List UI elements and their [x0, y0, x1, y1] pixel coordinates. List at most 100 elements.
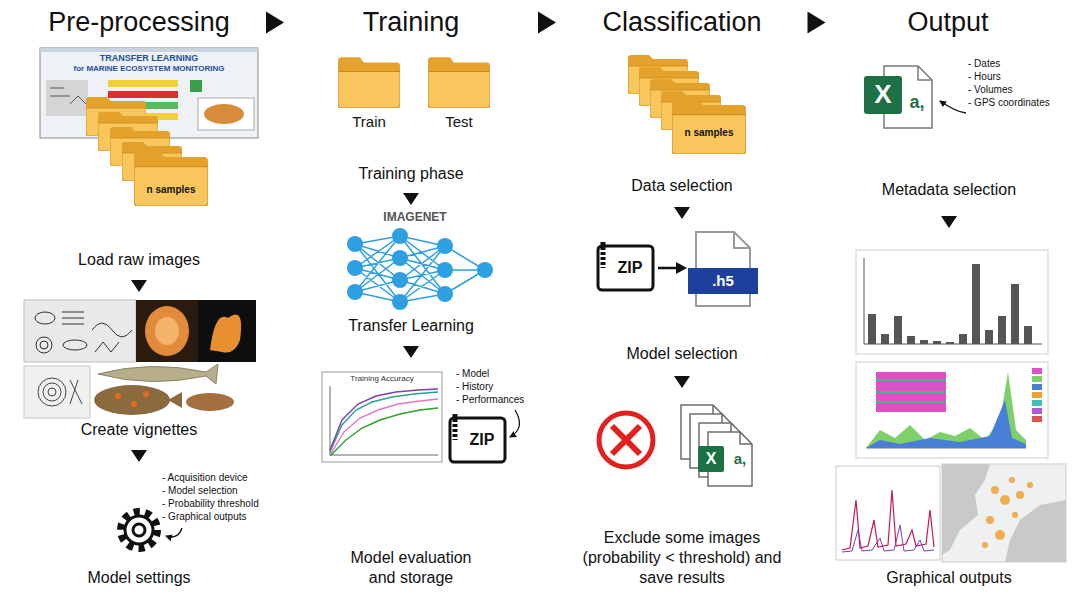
flow-arrow [266, 12, 284, 34]
vignette-collage [136, 300, 198, 362]
step-caption: Metadata selection [882, 180, 1016, 200]
convert-arrow [658, 262, 687, 274]
spiral-sketch [38, 378, 82, 406]
figure-label: - Acquisition device [162, 472, 248, 484]
figure-label: a, [734, 450, 747, 468]
software-screenshot [50, 88, 86, 104]
vignette-collage [115, 393, 121, 399]
label-anchor: ZIP [618, 258, 643, 277]
vignette-collage [24, 366, 90, 418]
figure-label: ZIP [470, 430, 495, 449]
figure-label: a, [909, 92, 924, 114]
label-anchor: .h5 [712, 272, 734, 290]
bar-chart [933, 341, 941, 344]
figure-label: - Graphical outputs [162, 511, 247, 523]
flow-arrow [403, 193, 419, 205]
convert-arrow [658, 267, 678, 270]
flow-arrow [403, 346, 419, 358]
area-chart [1032, 416, 1042, 422]
area-chart [1032, 384, 1042, 390]
zip-icon [598, 242, 653, 290]
label-anchor: n samples [147, 184, 196, 196]
stage-heading: Classification [552, 0, 812, 45]
h5-file-icon [734, 232, 750, 248]
label-anchor: a, [909, 92, 924, 114]
neural-network [392, 228, 408, 244]
neural-network [355, 236, 485, 302]
neural-network [347, 236, 363, 252]
bar-chart [856, 250, 1048, 354]
map [986, 516, 994, 524]
step-node: Exclude some images (probability < thres… [562, 396, 802, 592]
figure-label: X [874, 79, 891, 110]
label-anchor: TRANSFER LEARNING [100, 53, 199, 64]
vignette-collage [210, 314, 241, 352]
spiral-sketch [70, 380, 82, 404]
exclude-cross [599, 413, 653, 467]
convert-arrow [676, 262, 687, 274]
figure-label: - GPS coordinates [968, 97, 1050, 109]
spreadsheet-icon [864, 76, 902, 114]
area-chart [866, 372, 1026, 448]
software-screenshot [198, 98, 254, 130]
label-anchor: - Acquisition device [162, 472, 248, 484]
software-screenshot [40, 48, 258, 52]
bar-chart [920, 340, 928, 344]
bar-chart [985, 330, 993, 344]
step-node: Transfer Learning [290, 210, 532, 340]
neural-network [437, 286, 453, 302]
flow-arrow [808, 12, 826, 34]
vignette-collage [94, 385, 170, 415]
neural-network [392, 272, 408, 288]
step-caption: Graphical outputs [886, 568, 1011, 588]
plankton-sketch [92, 323, 132, 337]
leader-arrow [166, 528, 182, 537]
figure-label: - History [456, 381, 493, 393]
stage-panel: ClassificationData selectionModel select… [552, 0, 812, 598]
label-anchor: ZIP [470, 430, 495, 449]
stage-panel: TrainingTraining phaseTransfer LearningM… [280, 0, 542, 598]
software-screenshot [190, 80, 202, 92]
label-anchor: - Model selection [162, 485, 238, 497]
folder-stack [86, 97, 208, 206]
train-test-folders [338, 57, 400, 108]
figure-label: TRANSFER LEARNING [100, 53, 199, 64]
step-caption: Create vignettes [81, 420, 198, 440]
panel-outline [821, 45, 1075, 598]
leader-arrow [940, 101, 966, 113]
spreadsheet-stack [681, 405, 752, 486]
label-anchor: - GPS coordinates [968, 97, 1050, 109]
plankton-sketch [95, 342, 119, 352]
map [1027, 482, 1033, 488]
time-series-chart [836, 466, 940, 560]
folder-stack [134, 151, 208, 206]
figure-label: - Dates [968, 58, 1000, 70]
label-anchor: IMAGENET [383, 210, 446, 224]
label-anchor: - Graphical outputs [162, 511, 247, 523]
figure-label: Train [352, 113, 386, 131]
bar-chart [1011, 284, 1019, 344]
label-anchor: a, [734, 450, 747, 468]
figure-label: Training Accuracy [350, 374, 413, 384]
accuracy-chart [330, 386, 438, 455]
label-anchor: Training Accuracy [350, 374, 413, 384]
flow-arrow [941, 216, 957, 228]
vignette-collage [145, 306, 189, 356]
step-node: Load raw images [18, 50, 260, 274]
step-caption: Training phase [358, 164, 463, 184]
vignette-collage [186, 393, 234, 411]
map [1000, 495, 1010, 505]
figure-label: ZIP [618, 258, 643, 277]
time-series-chart [836, 466, 940, 560]
area-chart [1032, 376, 1042, 382]
bar-chart [881, 334, 889, 344]
accuracy-chart [330, 389, 438, 456]
spiral-sketch [43, 383, 61, 401]
map [995, 530, 1005, 540]
figure-label: n samples [685, 127, 734, 139]
label-anchor: - Model [456, 368, 489, 380]
flow-arrow [674, 207, 690, 219]
folder-stack [628, 55, 746, 154]
